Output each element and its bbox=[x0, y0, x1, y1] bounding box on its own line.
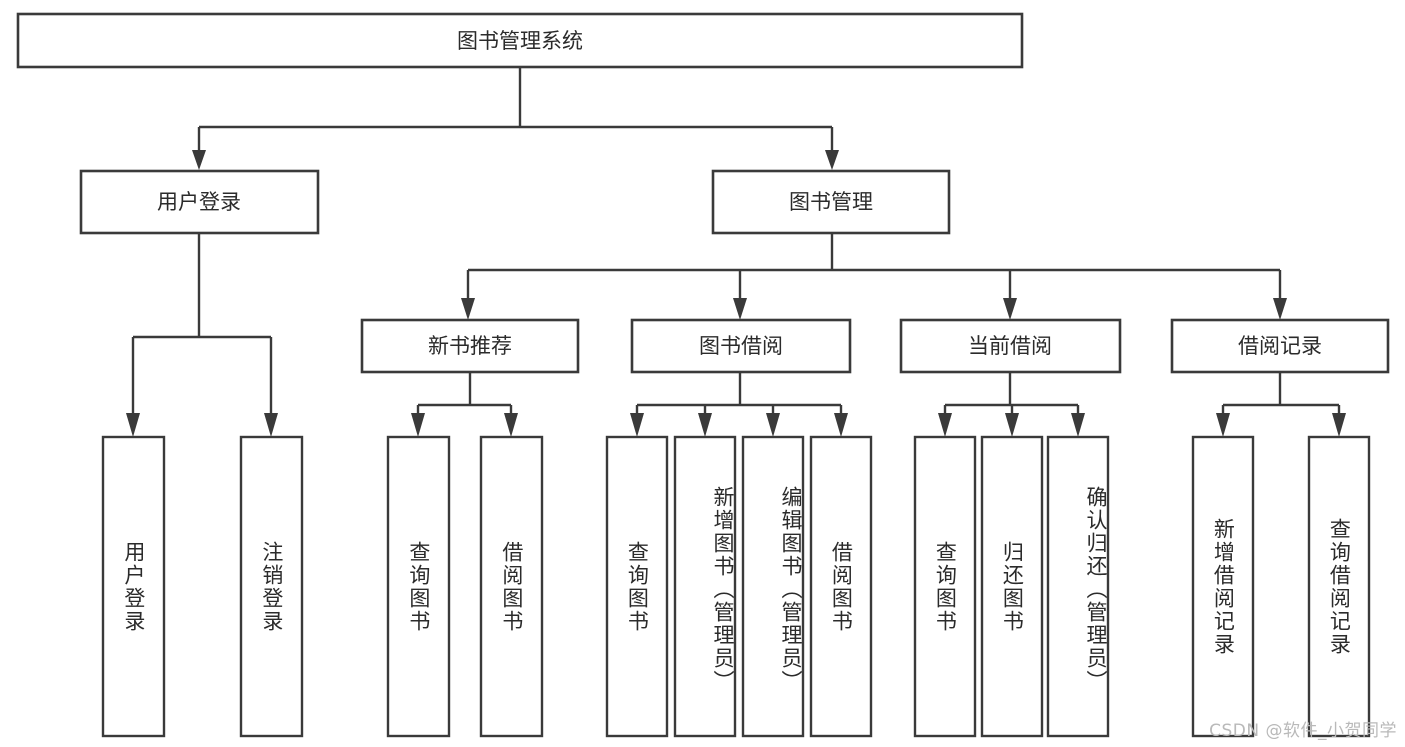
leaf-node-book-borrow-3[interactable] bbox=[809, 435, 873, 738]
node-current-borrow[interactable]: 当前借阅 bbox=[899, 318, 1122, 374]
node-user-login[interactable]: 用户登录 bbox=[79, 169, 320, 235]
leaf-node-new-book-0[interactable] bbox=[386, 435, 451, 738]
leaf-node-book-borrow-2[interactable] bbox=[741, 435, 805, 738]
node-current-borrow-label: 当前借阅 bbox=[968, 334, 1052, 358]
leaf-node-user-login-0[interactable] bbox=[101, 435, 166, 738]
leaf-node-user-login-1[interactable] bbox=[239, 435, 304, 738]
watermark-text: CSDN @软件_小贺同学 bbox=[1209, 721, 1397, 741]
connector-book-manage-to-level2 bbox=[461, 232, 1287, 320]
node-book-manage[interactable]: 图书管理 bbox=[711, 169, 951, 235]
connector-root-to-level1 bbox=[192, 67, 839, 170]
node-new-book-recommend[interactable]: 新书推荐 bbox=[360, 318, 580, 374]
leaf-node-current-borrow-2[interactable] bbox=[1046, 435, 1110, 738]
node-borrow-record-label: 借阅记录 bbox=[1238, 334, 1322, 358]
leaf-node-new-book-1[interactable] bbox=[479, 435, 544, 738]
connector-borrow-record-to-leaves bbox=[1216, 372, 1346, 437]
node-root-system[interactable]: 图书管理系统 bbox=[16, 12, 1024, 69]
connector-user-login-to-leaves bbox=[126, 233, 278, 437]
node-borrow-record[interactable]: 借阅记录 bbox=[1170, 318, 1390, 374]
node-new-book-recommend-label: 新书推荐 bbox=[428, 334, 512, 358]
node-book-manage-label: 图书管理 bbox=[789, 190, 873, 214]
connector-current-borrow-to-leaves bbox=[938, 372, 1085, 437]
connector-new-book-to-leaves bbox=[411, 372, 518, 437]
leaf-node-borrow-record-1[interactable] bbox=[1307, 435, 1371, 738]
node-book-borrow[interactable]: 图书借阅 bbox=[630, 318, 852, 374]
leaf-node-borrow-record-0[interactable] bbox=[1191, 435, 1255, 738]
leaf-node-current-borrow-1[interactable] bbox=[980, 435, 1044, 738]
node-user-login-label: 用户登录 bbox=[157, 190, 241, 214]
node-book-borrow-label: 图书借阅 bbox=[699, 334, 783, 358]
node-root-system-label: 图书管理系统 bbox=[457, 29, 583, 53]
leaf-node-current-borrow-0[interactable] bbox=[913, 435, 977, 738]
leaf-node-book-borrow-0[interactable] bbox=[605, 435, 669, 738]
connector-book-borrow-to-leaves bbox=[630, 372, 848, 437]
leaf-node-book-borrow-1[interactable] bbox=[673, 435, 737, 738]
